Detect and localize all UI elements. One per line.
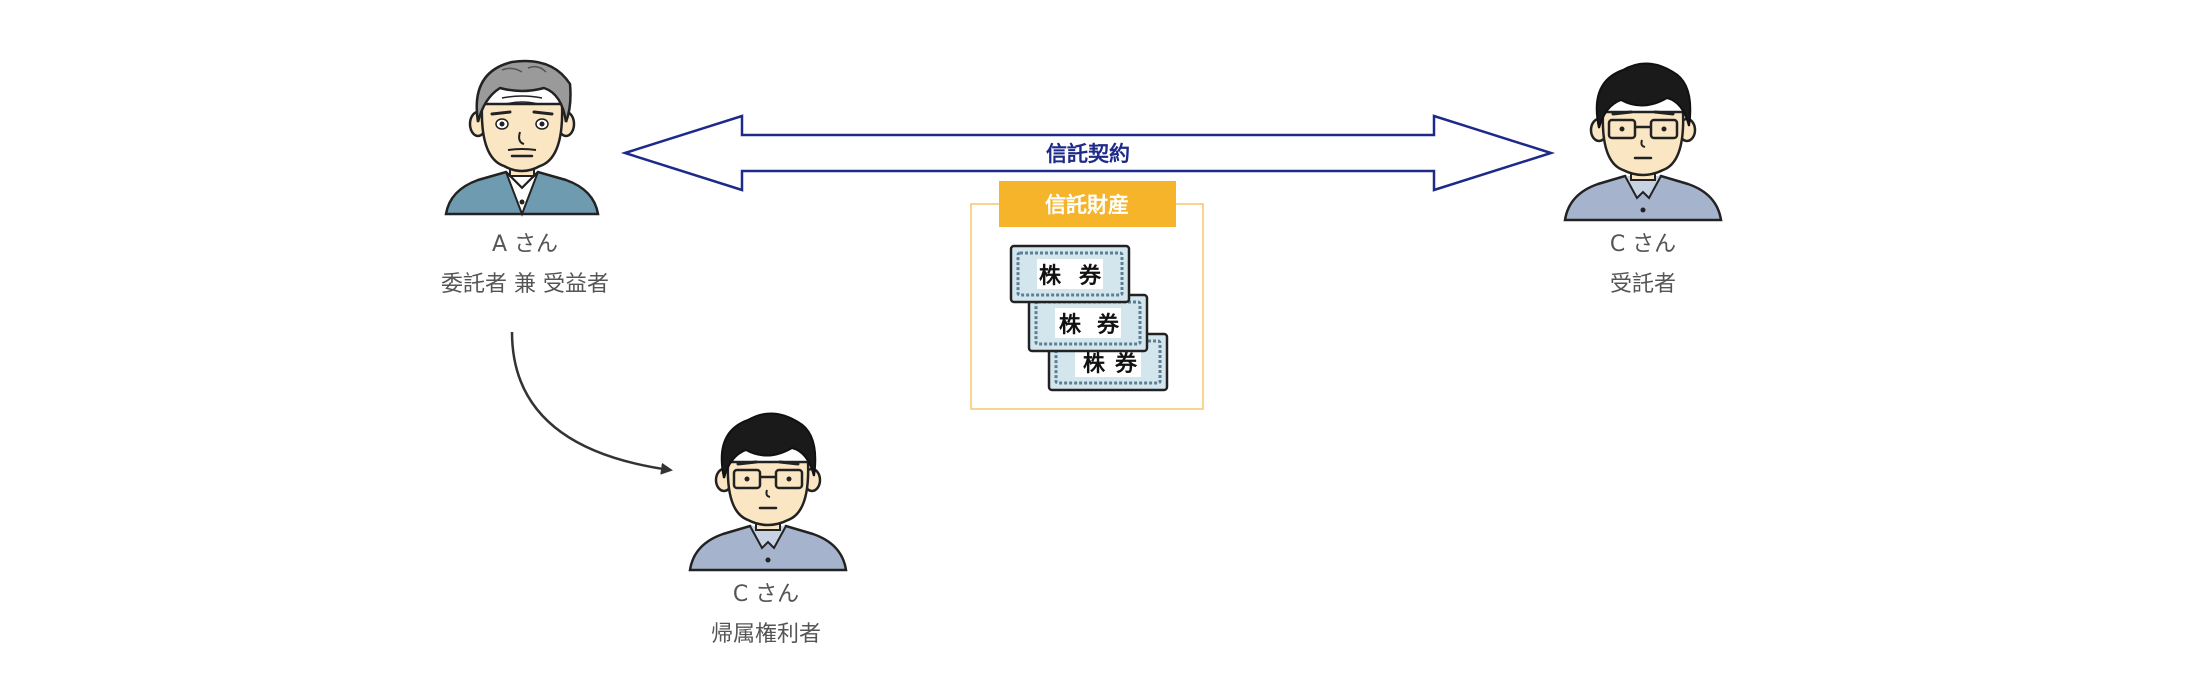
stock-certificate-1-char1: 株: [1039, 264, 1062, 289]
man-with-glasses-icon: [1563, 61, 1723, 222]
beneficiary-name: C さん: [733, 582, 799, 607]
stock-certificate-3-char2: 券: [1114, 351, 1138, 377]
trust-contract-label: 信託契約: [1046, 142, 1130, 166]
person-a-figure: [444, 59, 600, 217]
stock-certificate-1-char2: 券: [1078, 263, 1102, 289]
stock-certificate-3-char1: 株: [1083, 352, 1106, 377]
stock-certificate-1: 株 券: [1009, 244, 1131, 304]
stock-certificate-2-char1: 株: [1059, 313, 1082, 338]
stock-certificate-3: 株 券: [1047, 332, 1169, 392]
beneficiary-figure: [688, 411, 848, 572]
person-a-role: 委託者 兼 受益者: [441, 272, 609, 297]
stock-certificate-2-char2: 券: [1096, 312, 1120, 338]
trust-property-badge: [999, 181, 1176, 227]
person-a-name: A さん: [492, 232, 558, 257]
trust-property-label: 信託財産: [1045, 193, 1129, 217]
trust-property: 信託財産 株 券 株 券 株 券: [970, 181, 1204, 410]
trust-contract-arrow: [620, 114, 1556, 192]
elderly-man-icon: [444, 59, 600, 217]
trustee-role: 受託者: [1610, 272, 1676, 297]
man-with-glasses-icon: [688, 411, 848, 572]
flow-arrow: [510, 331, 673, 475]
trustee-name: C さん: [1610, 232, 1676, 257]
stock-certificate-2: 株 券: [1027, 293, 1149, 353]
trustee-figure: [1563, 61, 1723, 222]
beneficiary-role: 帰属権利者: [711, 622, 821, 647]
